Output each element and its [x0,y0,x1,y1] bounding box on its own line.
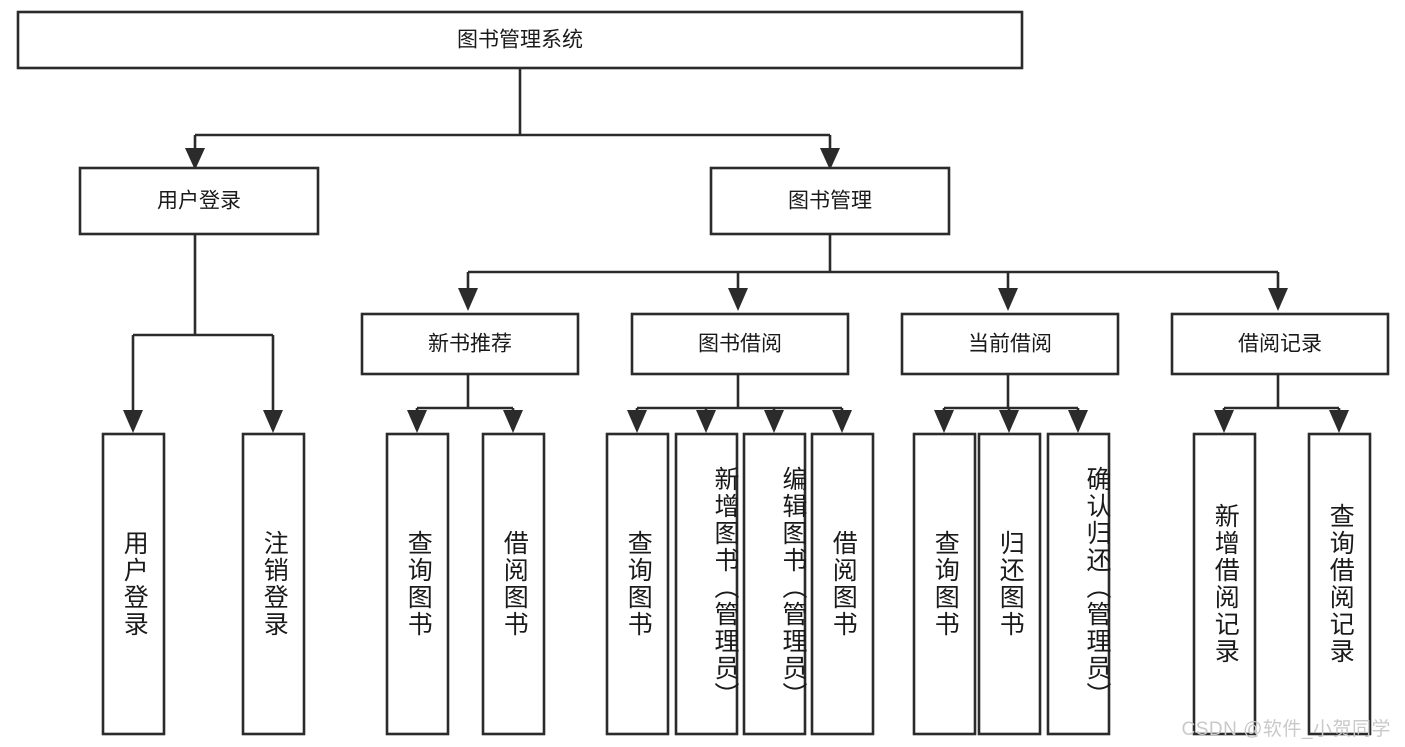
connector-currentborrow-to-leaves [934,374,1088,433]
arrow-head-icon [1214,410,1234,433]
node-box-shape [16,10,1024,70]
connector-userlogin-to-leaves [123,235,283,433]
node-user-login-label: 用户登录 [157,190,241,213]
leaf-box-query-record[interactable] [1307,432,1372,736]
leaf-box-add-book[interactable] [674,432,739,736]
node-book-manage-label: 图书管理 [788,190,872,213]
arrow-head-icon [627,410,647,433]
arrow-head-icon [263,410,283,433]
node-book-borrow-label: 图书借阅 [698,333,782,356]
node-box-shape [78,166,320,236]
leaf-box-add-record[interactable] [1192,432,1257,736]
leaf-boxes [101,432,1372,736]
node-box-shape [709,166,951,236]
arrow-head-icon [832,410,852,433]
leaf-box-confirm-return[interactable] [1046,432,1111,736]
leaf-box-user-login[interactable] [101,432,166,736]
arrow-head-icon [123,410,143,433]
node-new-book-recommend-label: 新书推荐 [428,333,512,356]
arrow-head-icon [407,410,427,433]
arrow-head-icon [999,410,1019,433]
connector-newbook-to-leaves [407,374,523,433]
leaf-box-logout-login[interactable] [241,432,306,736]
node-current-borrow-label: 当前借阅 [968,333,1052,356]
leaf-box-query-book-1[interactable] [385,432,450,736]
arrow-head-icon [458,288,478,311]
node-book-borrow[interactable]: 图书借阅 [630,312,850,376]
node-borrow-record[interactable]: 借阅记录 [1170,312,1390,376]
node-box-shape [360,312,580,376]
node-box-shape [1170,312,1390,376]
leaf-box-query-book-3[interactable] [912,432,977,736]
arrow-head-icon [696,410,716,433]
arrow-head-icon [998,288,1018,311]
arrow-head-icon [764,410,784,433]
arrow-head-icon [503,410,523,433]
arrow-head-icon [728,288,748,311]
arrow-head-icon [185,148,205,170]
leaf-box-edit-book[interactable] [742,432,807,736]
arrow-head-icon [1329,410,1349,433]
node-root[interactable]: 图书管理系统 [16,10,1024,70]
node-box-shape [900,312,1120,376]
leaf-box-borrow-book-1[interactable] [481,432,546,736]
arrow-head-icon [1268,288,1288,311]
arrow-head-icon [820,148,840,170]
connector-root-to-level2 [185,68,840,170]
connector-bookborrow-to-leaves [627,374,852,433]
node-user-login[interactable]: 用户登录 [78,166,320,236]
arrow-head-icon [1068,410,1088,433]
connector-bookmanage-to-level3 [458,235,1288,311]
node-borrow-record-label: 借阅记录 [1238,333,1322,356]
leaf-box-query-book-2[interactable] [605,432,670,736]
leaf-box-return-book[interactable] [977,432,1042,736]
node-box-shape [630,312,850,376]
node-root-label: 图书管理系统 [457,29,583,52]
leaf-box-borrow-book-2[interactable] [810,432,875,736]
node-new-book-recommend[interactable]: 新书推荐 [360,312,580,376]
node-current-borrow[interactable]: 当前借阅 [900,312,1120,376]
arrow-head-icon [934,410,954,433]
csdn-watermark: CSDN @软件_小贺同学 [1181,719,1391,740]
node-book-manage[interactable]: 图书管理 [709,166,951,236]
connector-borrowrecord-to-leaves [1214,374,1349,433]
